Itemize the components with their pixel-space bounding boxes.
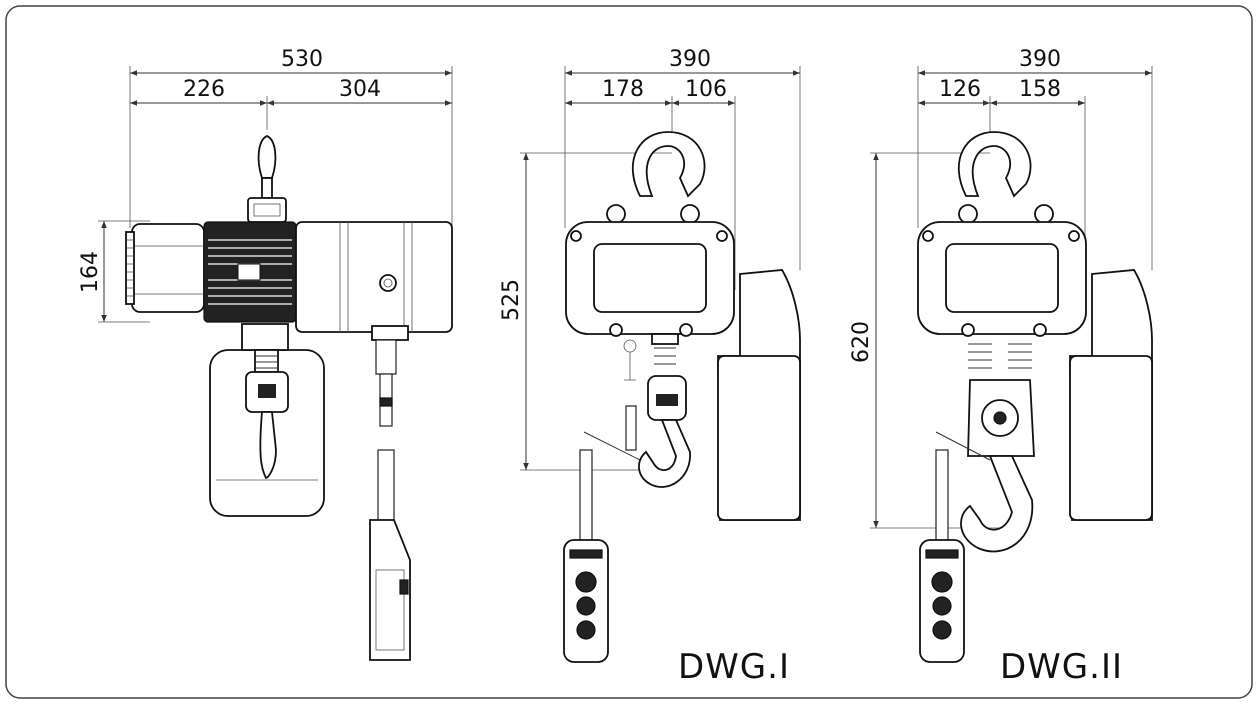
sheet-border [5, 5, 1253, 699]
dim-height: 525 [499, 279, 524, 321]
dim-overall-width: 390 [1019, 47, 1061, 72]
dim-overall-width: 390 [669, 47, 711, 72]
drawing-label: DWG.I [678, 647, 790, 687]
dim-right-part: 106 [685, 77, 727, 102]
front-view-dwg-2: 390 126 158 620 [849, 47, 1153, 687]
dim-right-part: 158 [1019, 77, 1061, 102]
dim-height: 620 [849, 321, 874, 363]
front-view-dwg-1: 390 178 106 525 [499, 47, 801, 687]
dim-right-part: 304 [339, 77, 381, 102]
dim-overall-width: 530 [281, 47, 323, 72]
drawing-label: DWG.II [1000, 647, 1123, 687]
side-view: 530 226 304 164 [78, 47, 453, 661]
dim-left-part: 226 [183, 77, 225, 102]
dim-left-part: 178 [602, 77, 644, 102]
dim-height: 164 [78, 251, 103, 293]
dim-left-part: 126 [939, 77, 981, 102]
